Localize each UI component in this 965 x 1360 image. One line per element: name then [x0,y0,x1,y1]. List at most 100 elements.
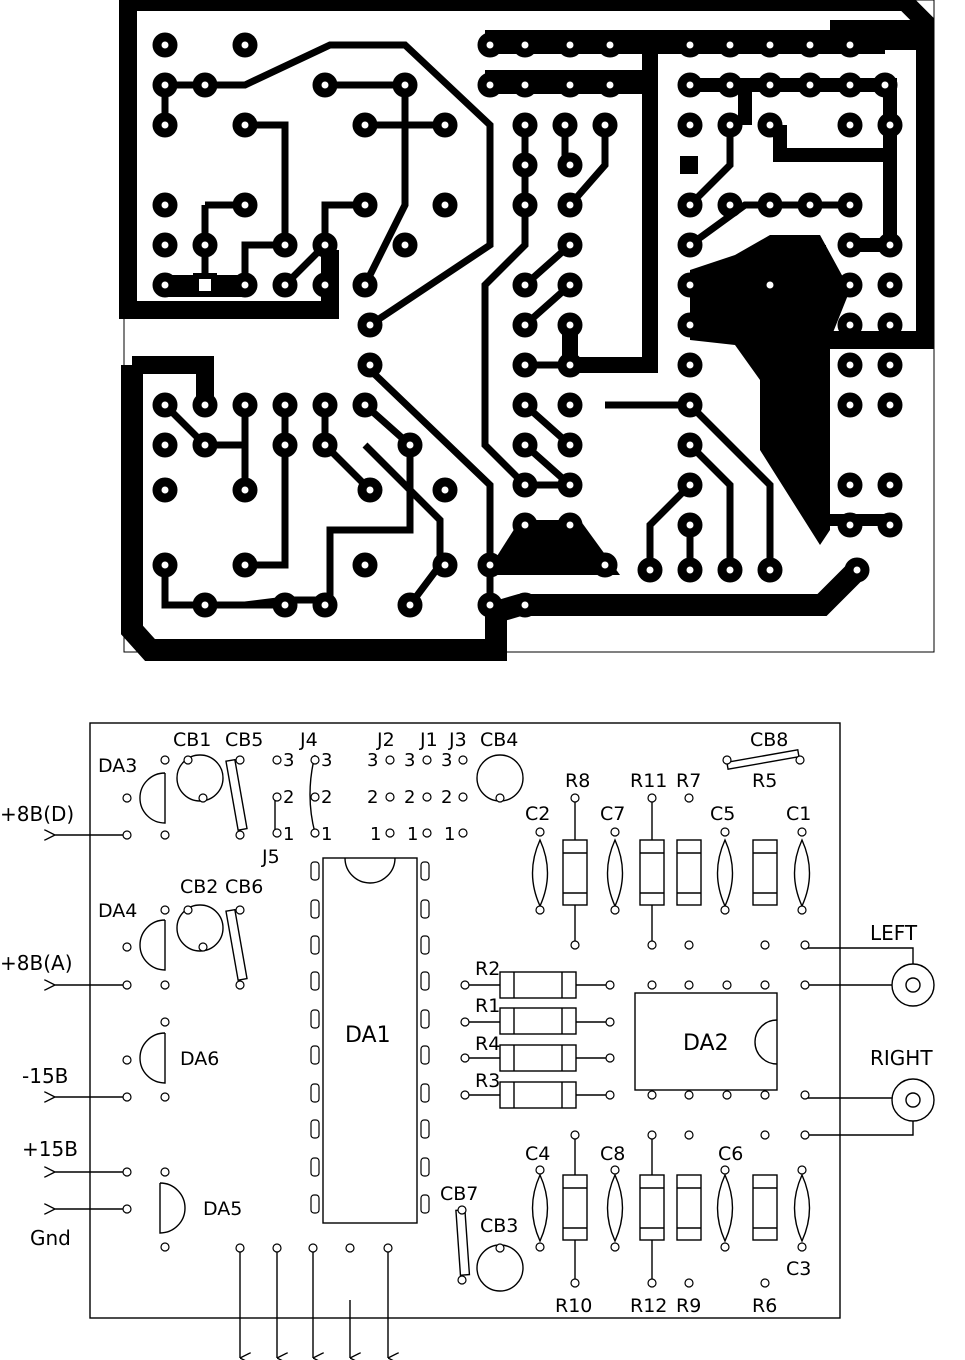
right-jack-inner [905,1092,921,1108]
label-r8: R8 [565,770,590,792]
label-c6: C6 [718,1143,743,1165]
da2-notch [754,1019,778,1065]
label-plus-15b: +15B [22,1137,78,1161]
label-r3: R3 [475,1070,500,1092]
label-j5: J5 [261,846,280,868]
label-r10: R10 [555,1295,592,1317]
label-c8: C8 [600,1143,625,1165]
label-cb6: CB6 [225,876,263,898]
pin-label: 1 [283,824,294,845]
label-c3: C3 [786,1258,811,1280]
label-r7: R7 [676,770,701,792]
da1-notch [344,857,396,884]
label-c1: C1 [786,803,811,825]
label-r12: R12 [630,1295,667,1317]
pin-label: 1 [370,824,381,845]
label-cb7: CB7 [440,1183,478,1205]
right-jack-outer [891,1078,935,1122]
pin-label: 2 [283,787,294,808]
label-cb8: CB8 [750,729,788,751]
left-jack-wires [805,947,914,986]
label-r6: R6 [752,1295,777,1317]
pcb-copper-layer [119,0,935,661]
da4-outline [139,919,166,971]
resistor-bodies-vertical [562,839,778,1241]
label-minus-15b: -15B [22,1064,68,1088]
component-labels: DA3 CB1 CB5 J4 J2 J1 J3 CB4 CB8 R5 R8 R1… [98,729,811,1317]
label-da6: DA6 [180,1048,219,1070]
da6-outline [139,1032,166,1084]
square-pad [680,156,698,174]
label-plus-8b-a: +8B(A) [0,951,73,975]
label-gnd: Gnd [30,1226,71,1250]
label-da3: DA3 [98,755,137,777]
label-cb2: CB2 [180,876,218,898]
label-cb5: CB5 [225,729,263,751]
pin-label: 3 [367,750,378,771]
pin-label: 2 [404,787,415,808]
pin-label: 1 [321,824,332,845]
da1-pins [310,861,430,1214]
square-pad [193,273,217,297]
label-cb4: CB4 [480,729,518,751]
left-jack-inner [905,977,921,993]
label-cb3: CB3 [480,1215,518,1237]
cb2-outline [176,904,224,952]
da1-body [322,857,418,1224]
pin-label: 1 [407,824,418,845]
pin-label: 1 [444,824,455,845]
label-da4: DA4 [98,900,137,922]
label-j2: J2 [376,729,395,751]
power-input-arrows [55,835,127,1209]
label-c5: C5 [710,803,735,825]
connector-labels: +8B(D) +8B(A) -15B +15B Gnd LEFT RIGHT [0,802,933,1250]
left-jack-outer [891,963,935,1007]
component-board-outline [89,722,841,1319]
film-capacitors [531,838,811,1243]
label-da5: DA5 [203,1198,242,1220]
component-holes [122,755,810,1288]
label-right: RIGHT [870,1046,933,1070]
cb8-outline [726,748,800,771]
component-leads [274,754,653,1283]
pin-label: 3 [441,750,452,771]
label-cb1: CB1 [173,729,211,751]
label-da1: DA1 [345,1023,391,1048]
output-arrows [239,1248,388,1358]
copper-traces [119,0,934,661]
da5-outline [159,1182,186,1234]
cb5-outline [225,758,248,831]
pin-label: 2 [441,787,452,808]
cb6-outline [225,908,248,981]
label-r5: R5 [752,770,777,792]
label-r4: R4 [475,1033,500,1055]
label-j3: J3 [448,729,467,751]
silkscreen-layer [55,722,935,1358]
label-plus-8b-d: +8B(D) [0,802,74,826]
label-c4: C4 [525,1143,550,1165]
label-j1: J1 [419,729,438,751]
label-c7: C7 [600,803,625,825]
label-r1: R1 [475,995,500,1017]
pin-label: 3 [404,750,415,771]
da2-body [634,992,778,1091]
label-r2: R2 [475,958,500,980]
label-left: LEFT [870,921,918,945]
pin-label: 3 [321,750,332,771]
copper-pours [165,20,920,575]
pin-label: 3 [283,750,294,771]
da3-outline [139,772,166,824]
right-jack-wires [805,1097,914,1136]
label-j4: J4 [299,729,318,751]
pcb-pads [152,32,903,618]
jumper-pin-labels: 3 2 1 3 2 1 3 2 1 3 2 1 3 2 1 [283,750,455,845]
label-r11: R11 [630,770,667,792]
pin-label: 2 [367,787,378,808]
label-c2: C2 [525,803,550,825]
pin-label: 2 [321,787,332,808]
label-r9: R9 [676,1295,701,1317]
label-da2: DA2 [683,1031,729,1056]
resistor-bodies-horizontal [499,971,577,1109]
cb7-outline [455,1208,471,1276]
